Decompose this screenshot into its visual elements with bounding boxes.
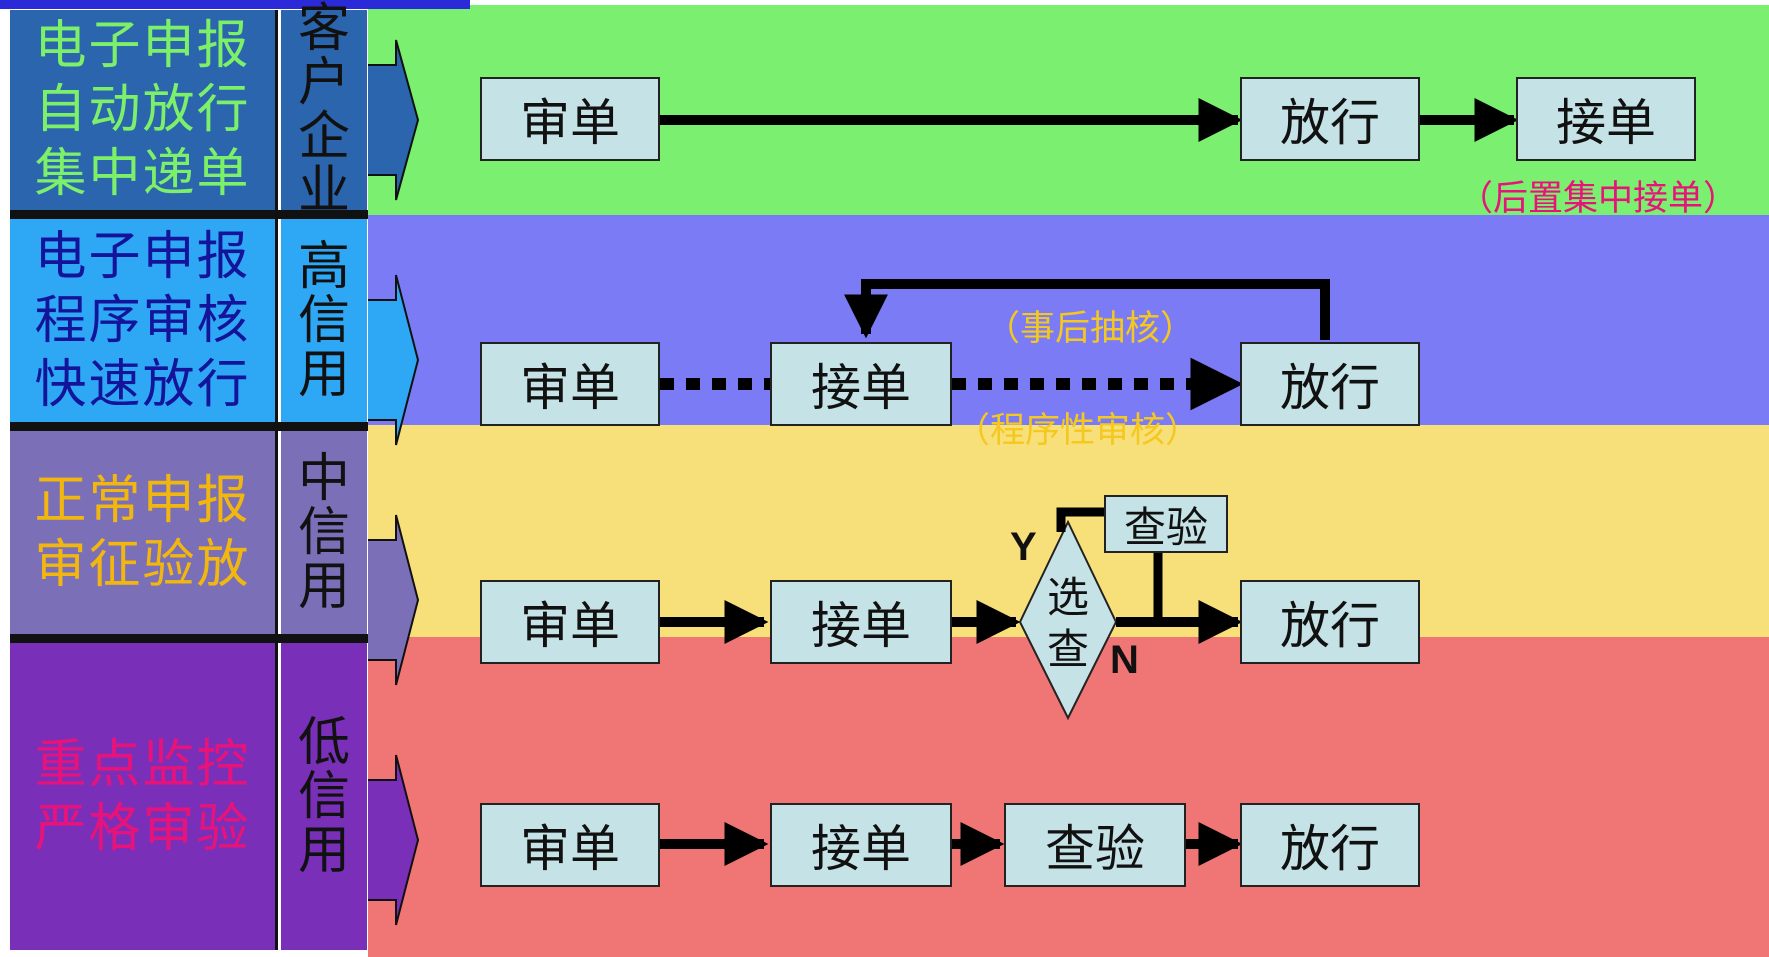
row2-note-post-audit: （事后抽核） — [985, 309, 1196, 349]
row3-decision-diamond — [1018, 519, 1118, 721]
row4-credit-char: 低 — [297, 712, 350, 773]
row3-chevron-arrow — [368, 514, 420, 686]
top-accent-bar — [0, 0, 470, 9]
row2-post-audit-loop — [843, 279, 1330, 340]
row1-mode-label: 电子申报 自动放行 集中递单 — [10, 10, 278, 210]
row3-mode-label: 正常申报 审征验放 — [10, 431, 278, 634]
row2-mode-line: 电子申报 — [34, 226, 251, 287]
row3-inspection-box: 查验 — [1104, 495, 1228, 553]
row4-credit-label: 低 信 用 — [281, 643, 367, 950]
row1-credit-char: 业 — [297, 161, 350, 221]
row1-note-deferred-receive: （后置集中接单） — [1458, 179, 1739, 219]
row3-credit-label: 中 信 用 — [281, 431, 367, 634]
row1-release-box: 放行 — [1240, 77, 1420, 161]
row4-release-box: 放行 — [1240, 803, 1420, 887]
row1-credit-char: 户 — [297, 53, 350, 113]
row3-yes-label: Y — [1010, 525, 1037, 569]
row4-chevron-arrow — [368, 754, 420, 926]
row3-mode-line: 审征验放 — [34, 534, 251, 595]
row-separator — [10, 634, 368, 643]
row3-release-box: 放行 — [1240, 580, 1420, 664]
row2-note-procedural-review: （程序性审核） — [955, 411, 1201, 451]
row2-credit-char: 高 — [297, 236, 350, 297]
row1-receive-box: 接单 — [1516, 77, 1696, 161]
row4-credit-char: 用 — [297, 820, 350, 881]
row1-mode-line: 电子申报 — [34, 16, 251, 76]
row2-mode-line: 快速放行 — [34, 354, 251, 415]
row3-yes-path-to-inspection — [1056, 507, 1104, 532]
row3-decision-label: 选 查 — [1043, 572, 1093, 676]
row4-mode-label: 重点监控 严格审验 — [10, 643, 278, 950]
row3-decision-char: 选 — [1046, 573, 1089, 622]
row4-mode-line: 严格审验 — [34, 798, 251, 859]
row1-mode-line: 集中递单 — [34, 144, 251, 204]
row3-credit-char: 信 — [297, 502, 350, 563]
row4-mode-line: 重点监控 — [34, 734, 251, 795]
row3-credit-char: 中 — [297, 448, 350, 509]
row2-mode-label: 电子申报 程序审核 快速放行 — [10, 219, 278, 422]
row1-review-box: 审单 — [480, 77, 660, 161]
row3-receive-box: 接单 — [770, 580, 952, 664]
row-separator — [10, 210, 368, 219]
row4-review-box: 审单 — [480, 803, 660, 887]
row2-mode-line: 程序审核 — [34, 290, 251, 351]
row4-credit-char: 信 — [297, 766, 350, 827]
row1-chevron-arrow — [368, 39, 420, 201]
row2-chevron-arrow — [368, 274, 420, 446]
row3-review-box: 审单 — [480, 580, 660, 664]
row3-no-label: N — [1110, 638, 1139, 682]
row1-credit-char: 客 — [297, 0, 350, 59]
row1-mode-line: 自动放行 — [34, 80, 251, 140]
row3-decision-char: 查 — [1046, 625, 1089, 674]
row2-credit-label: 高 信 用 — [281, 219, 367, 422]
row1-credit-label: 客 户 企 业 — [281, 2, 367, 218]
row4-receive-box: 接单 — [770, 803, 952, 887]
row2-receive-box: 接单 — [770, 342, 952, 426]
row2-credit-char: 信 — [297, 290, 350, 351]
row2-credit-char: 用 — [297, 344, 350, 405]
row2-review-box: 审单 — [480, 342, 660, 426]
row4-inspect-box: 查验 — [1004, 803, 1186, 887]
row3-mode-line: 正常申报 — [34, 470, 251, 531]
row2-release-box: 放行 — [1240, 342, 1420, 426]
row-separator — [10, 422, 368, 431]
row1-credit-char: 企 — [297, 107, 350, 167]
row3-credit-char: 用 — [297, 556, 350, 617]
